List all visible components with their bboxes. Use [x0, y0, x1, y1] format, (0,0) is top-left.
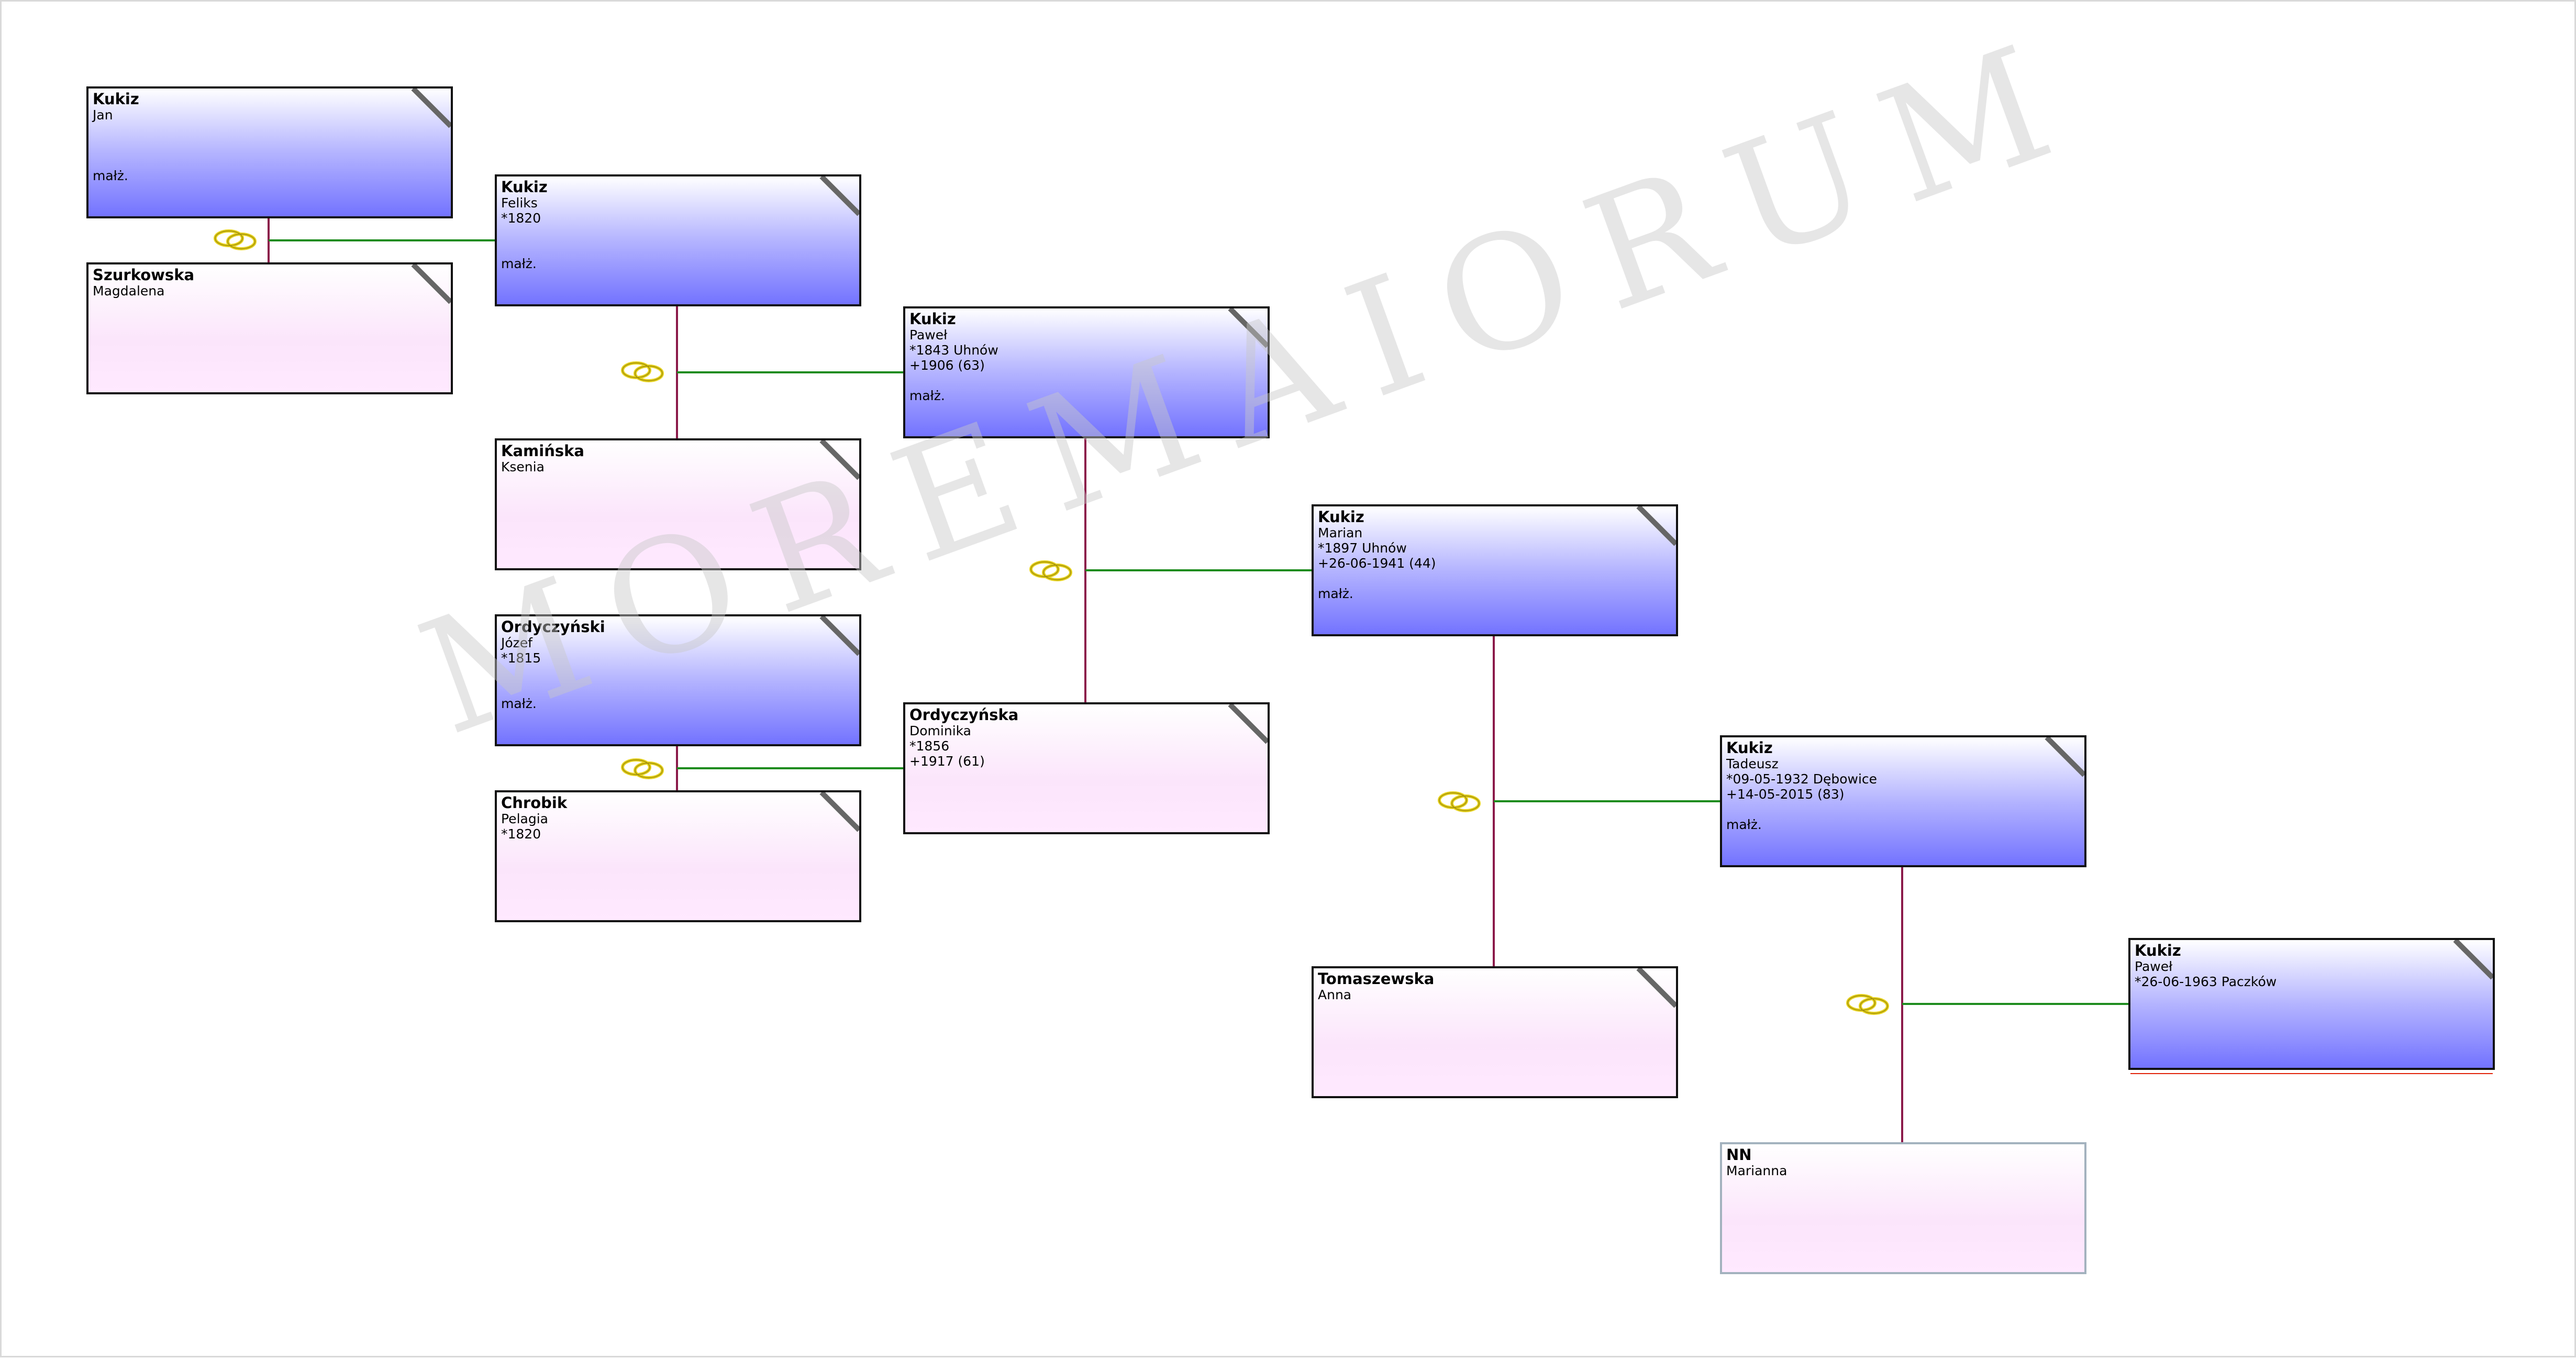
surname: Kukiz — [1726, 739, 1773, 757]
surname: Kukiz — [501, 178, 548, 196]
given-name: Pelagia — [501, 811, 548, 826]
marriage-label: małż. — [909, 388, 945, 403]
marriage-label: małż. — [501, 696, 537, 711]
death-info: +26-06-1941 (44) — [1318, 556, 1436, 571]
marriage-rings-icon — [1848, 996, 1887, 1013]
surname: Ordyczyński — [501, 618, 605, 636]
spacer — [1726, 802, 2080, 817]
surname: Tomaszewska — [1318, 970, 1435, 988]
given-name: Magdalena — [93, 283, 165, 299]
corner-fold-icon — [1636, 968, 1676, 1008]
person-box-pawel-1963[interactable]: Kukiz Paweł *26-06-1963 Paczków — [2128, 938, 2495, 1070]
birth-info: *26-06-1963 Paczków — [2135, 974, 2277, 989]
given-name: Marian — [1318, 525, 1363, 540]
birth-info: *09-05-1932 Dębowice — [1726, 771, 1878, 787]
surname: Szurkowska — [93, 266, 195, 284]
given-name: Ksenia — [501, 459, 545, 474]
death-info: +14-05-2015 (83) — [1726, 787, 1845, 802]
corner-fold-icon — [411, 89, 451, 128]
corner-fold-icon — [2453, 940, 2493, 980]
birth-info: *1843 Uhnów — [909, 342, 998, 358]
marriage-label: małż. — [1726, 817, 1762, 832]
person-box-anna[interactable]: Tomaszewska Anna — [1312, 966, 1678, 1098]
marriage-rings-icon — [1031, 562, 1071, 580]
death-info — [501, 226, 855, 241]
corner-fold-icon — [411, 264, 451, 304]
given-name: Marianna — [1726, 1163, 1787, 1178]
given-name: Jan — [93, 107, 113, 123]
spacer — [501, 681, 855, 696]
person-box-tadeusz[interactable]: Kukiz Tadeusz *09-05-1932 Dębowice +14-0… — [1720, 735, 2086, 867]
death-info — [501, 666, 855, 681]
spacer — [909, 373, 1263, 388]
corner-fold-icon — [2045, 737, 2084, 777]
given-name: Anna — [1318, 987, 1352, 1002]
corner-fold-icon — [1228, 308, 1268, 348]
marriage-rings-icon — [1439, 793, 1479, 811]
corner-fold-icon — [819, 792, 859, 832]
surname: NN — [1726, 1146, 1752, 1164]
person-box-marian[interactable]: Kukiz Marian *1897 Uhnów +26-06-1941 (44… — [1312, 504, 1678, 636]
person-box-ksenia[interactable]: Kamińska Ksenia — [495, 438, 861, 570]
person-box-marianna[interactable]: NN Marianna — [1720, 1142, 2086, 1274]
person-box-jan[interactable]: Kukiz Jan małż. — [86, 86, 453, 218]
corner-fold-icon — [819, 440, 859, 480]
spacer — [93, 153, 447, 168]
person-box-feliks[interactable]: Kukiz Feliks *1820 małż. — [495, 174, 861, 306]
death-info — [93, 138, 447, 153]
marriage-label: małż. — [1318, 586, 1353, 601]
marriage-rings-icon — [623, 760, 662, 778]
marriage-label: małż. — [501, 256, 537, 271]
birth-info: *1820 — [501, 211, 541, 226]
death-info: +1917 (61) — [909, 754, 985, 769]
person-box-pawel-1843[interactable]: Kukiz Paweł *1843 Uhnów +1906 (63) małż. — [903, 306, 1270, 438]
person-box-magdalena[interactable]: Szurkowska Magdalena — [86, 262, 453, 394]
birth-info — [93, 123, 447, 138]
marriage-rings-icon — [623, 363, 662, 381]
given-name: Feliks — [501, 195, 538, 211]
surname: Kamińska — [501, 442, 584, 460]
person-box-jozef[interactable]: Ordyczyński Józef *1815 małż. — [495, 614, 861, 746]
surname: Kukiz — [93, 90, 139, 108]
birth-info: *1815 — [501, 650, 541, 666]
given-name: Józef — [501, 635, 532, 650]
surname: Chrobik — [501, 794, 568, 812]
surname: Kukiz — [909, 310, 956, 328]
person-box-pelagia[interactable]: Chrobik Pelagia *1820 — [495, 790, 861, 922]
given-name: Paweł — [909, 327, 948, 342]
person-box-dominika[interactable]: Ordyczyńska Dominika *1856 +1917 (61) — [903, 702, 1270, 834]
corner-fold-icon — [819, 176, 859, 216]
surname: Kukiz — [1318, 508, 1364, 526]
given-name: Tadeusz — [1726, 756, 1779, 771]
death-info: +1906 (63) — [909, 358, 985, 373]
corner-fold-icon — [1636, 506, 1676, 546]
given-name: Dominika — [909, 723, 971, 738]
birth-info: *1820 — [501, 826, 541, 842]
birth-info: *1897 Uhnów — [1318, 540, 1407, 556]
spacer — [1318, 571, 1672, 586]
surname: Kukiz — [2135, 942, 2181, 959]
given-name: Paweł — [2135, 959, 2173, 974]
marriage-rings-icon — [215, 231, 255, 249]
marriage-label: małż. — [93, 168, 128, 183]
spacer — [501, 241, 855, 256]
corner-fold-icon — [1228, 704, 1268, 744]
corner-fold-icon — [819, 616, 859, 656]
surname: Ordyczyńska — [909, 706, 1019, 724]
birth-info: *1856 — [909, 738, 950, 754]
